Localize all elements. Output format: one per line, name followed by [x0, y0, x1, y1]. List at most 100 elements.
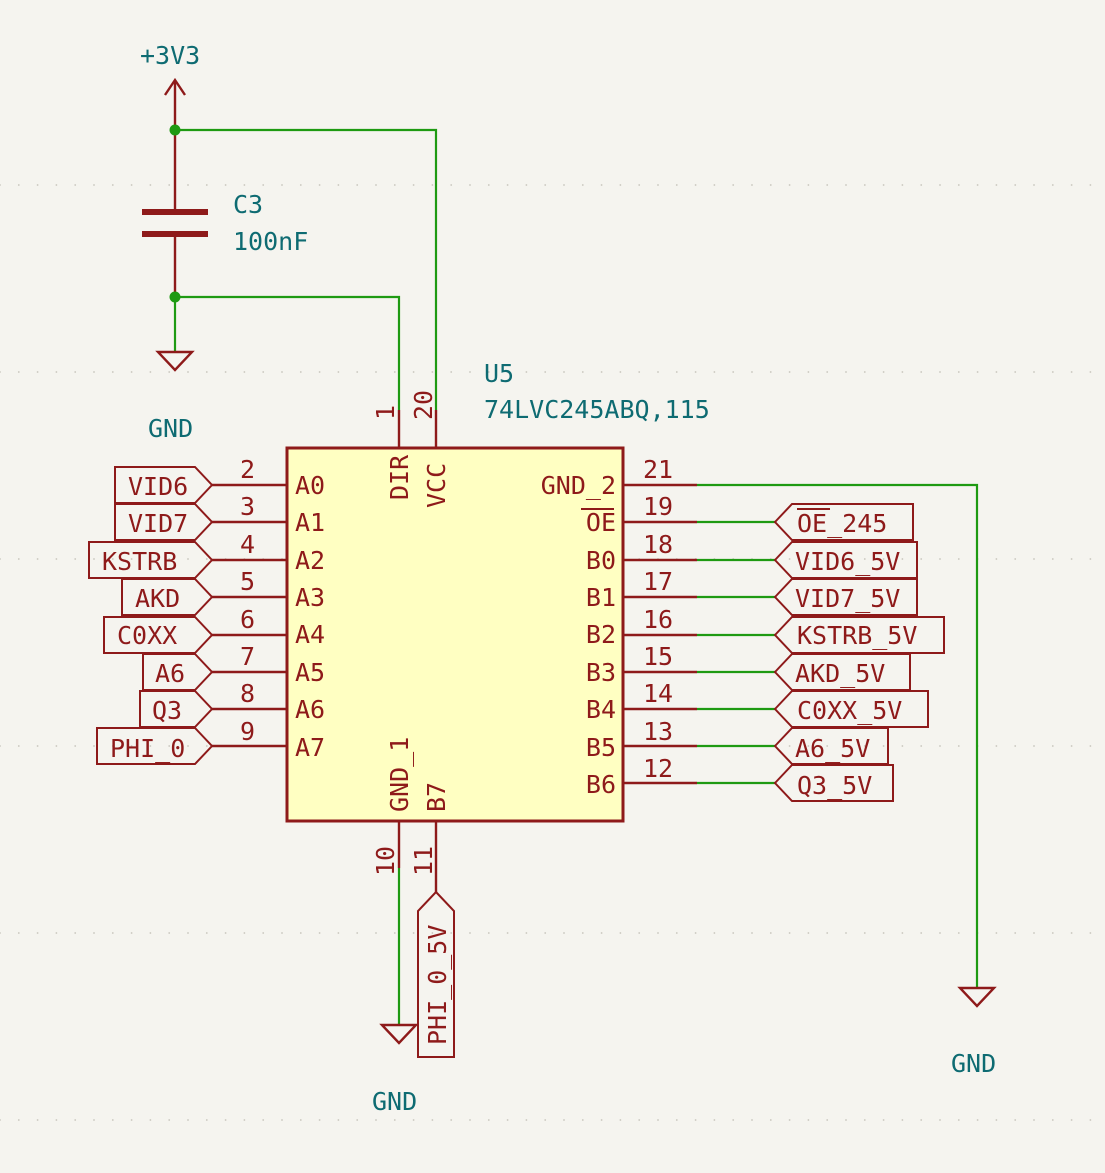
grid-dot: [581, 184, 584, 186]
pin-num-14: 14: [643, 679, 673, 708]
grid-dot: [957, 558, 960, 560]
pin-num-5: 5: [240, 567, 255, 596]
ic-bottom-pins: GND_1 B7 10 11: [371, 737, 451, 876]
grid-dot: [375, 932, 377, 934]
grid-dot: [356, 371, 359, 373]
grid-dot: [675, 932, 678, 934]
grid-dot: [976, 371, 979, 373]
grid-dot: [657, 184, 659, 186]
grid-dot: [187, 558, 189, 560]
gnd-symbol-cap[interactable]: GND: [148, 297, 195, 443]
net-label-box-left: [142, 653, 214, 691]
grid-dot: [393, 371, 396, 373]
grid-dot: [55, 558, 58, 560]
grid-dot: [130, 371, 133, 373]
grid-dot: [281, 184, 283, 186]
pin-num-11: 11: [409, 846, 438, 876]
grid-dot: [187, 1119, 189, 1121]
grid-dot: [751, 184, 753, 186]
generated-connections: [88, 466, 945, 802]
capacitor-c3[interactable]: C3 100nF: [142, 130, 308, 297]
net-label-box-right: [773, 503, 914, 541]
grid-dot: [412, 371, 415, 373]
net-label-vid7-5v: VID7_5V: [795, 584, 900, 613]
grid-dot: [863, 371, 866, 373]
ic-top-pins: 1 20 DIR VCC: [371, 390, 451, 508]
pin-num-13: 13: [643, 717, 673, 746]
pin-num-17: 17: [643, 567, 673, 596]
grid-dot: [863, 932, 866, 934]
grid-dot: [74, 1119, 77, 1121]
grid-dot: [807, 1119, 810, 1121]
grid-dot: [205, 184, 208, 186]
grid-dot: [751, 1119, 753, 1121]
grid-dot: [187, 371, 189, 373]
grid-dot: [205, 371, 208, 373]
grid-dot: [281, 1119, 283, 1121]
grid-dot: [17, 184, 20, 186]
gnd-symbol-bottom[interactable]: GND: [372, 868, 419, 1116]
grid-dot: [788, 745, 791, 747]
grid-dot: [412, 1119, 415, 1121]
grid-dot: [657, 371, 659, 373]
grid-dot: [431, 1119, 434, 1121]
grid-dot: [807, 184, 810, 186]
grid-dot: [337, 371, 340, 373]
ic-value: 74LVC245ABQ,115: [484, 395, 710, 424]
grid-dot: [130, 184, 133, 186]
grid-dot: [619, 932, 622, 934]
grid-dot: [1089, 184, 1092, 186]
grid-dot: [17, 371, 20, 373]
grid-dot: [93, 745, 95, 747]
grid-dot: [205, 745, 208, 747]
grid-dot: [1014, 745, 1017, 747]
pin-num-9: 9: [240, 717, 255, 746]
grid-dot: [675, 1119, 678, 1121]
ic-right-pins: 21 19 18 17 16 15 14 13 12 GND_2 OE B0 B…: [541, 455, 918, 800]
grid-dot: [243, 932, 246, 934]
ic-u5[interactable]: U5 74LVC245ABQ,115: [285, 359, 710, 823]
grid-dot: [769, 932, 772, 934]
grid-dot: [1070, 371, 1073, 373]
grid-dot: [563, 932, 565, 934]
grid-dot: [168, 1119, 171, 1121]
grid-dot: [1033, 184, 1035, 186]
grid-dot: [318, 1119, 321, 1121]
pin-num-6: 6: [240, 605, 255, 634]
grid-dot: [0, 745, 1, 747]
net-label-phi0-5v-group[interactable]: PHI_0_5V: [417, 868, 455, 1058]
pin-num-16: 16: [643, 605, 673, 634]
grid-dot: [130, 1119, 133, 1121]
net-label-a6-5v: A6_5V: [795, 734, 870, 763]
power-label-3v3: +3V3: [140, 41, 200, 70]
grid-dot: [487, 184, 490, 186]
grid-dot: [920, 1119, 923, 1121]
pin-name-vcc: VCC: [422, 463, 451, 508]
grid-dot: [487, 1119, 490, 1121]
grid-dot: [356, 932, 359, 934]
ic-ref: U5: [484, 359, 514, 388]
pin-num-19: 19: [643, 492, 673, 521]
grid-dot: [130, 932, 133, 934]
gnd-label-right: GND: [951, 1049, 996, 1078]
grid-dot: [1070, 184, 1073, 186]
grid-dot: [732, 184, 735, 186]
grid-dot: [0, 184, 1, 186]
grid-dot: [1051, 371, 1054, 373]
pin-name-a7: A7: [295, 733, 325, 762]
grid-dot: [826, 558, 829, 560]
net-label-box-left: [139, 690, 214, 728]
power-symbol-3v3[interactable]: +3V3: [140, 41, 200, 130]
grid-dot: [920, 371, 923, 373]
grid-dot: [939, 1119, 941, 1121]
grid-dot: [1089, 932, 1092, 934]
grid-dot: [901, 1119, 904, 1121]
grid-dot: [431, 371, 434, 373]
grid-dot: [544, 184, 547, 186]
net-label-akd: AKD: [135, 584, 180, 613]
ic-left-pins: 2 3 4 5 6 7 8 9 A0 A1 A2 A3 A4 A5 A6 A7 …: [102, 455, 325, 763]
gnd-symbol-right[interactable]: GND: [697, 483, 997, 1078]
grid-dot: [713, 371, 716, 373]
grid-dot: [1070, 1119, 1073, 1121]
grid-dot: [168, 184, 171, 186]
